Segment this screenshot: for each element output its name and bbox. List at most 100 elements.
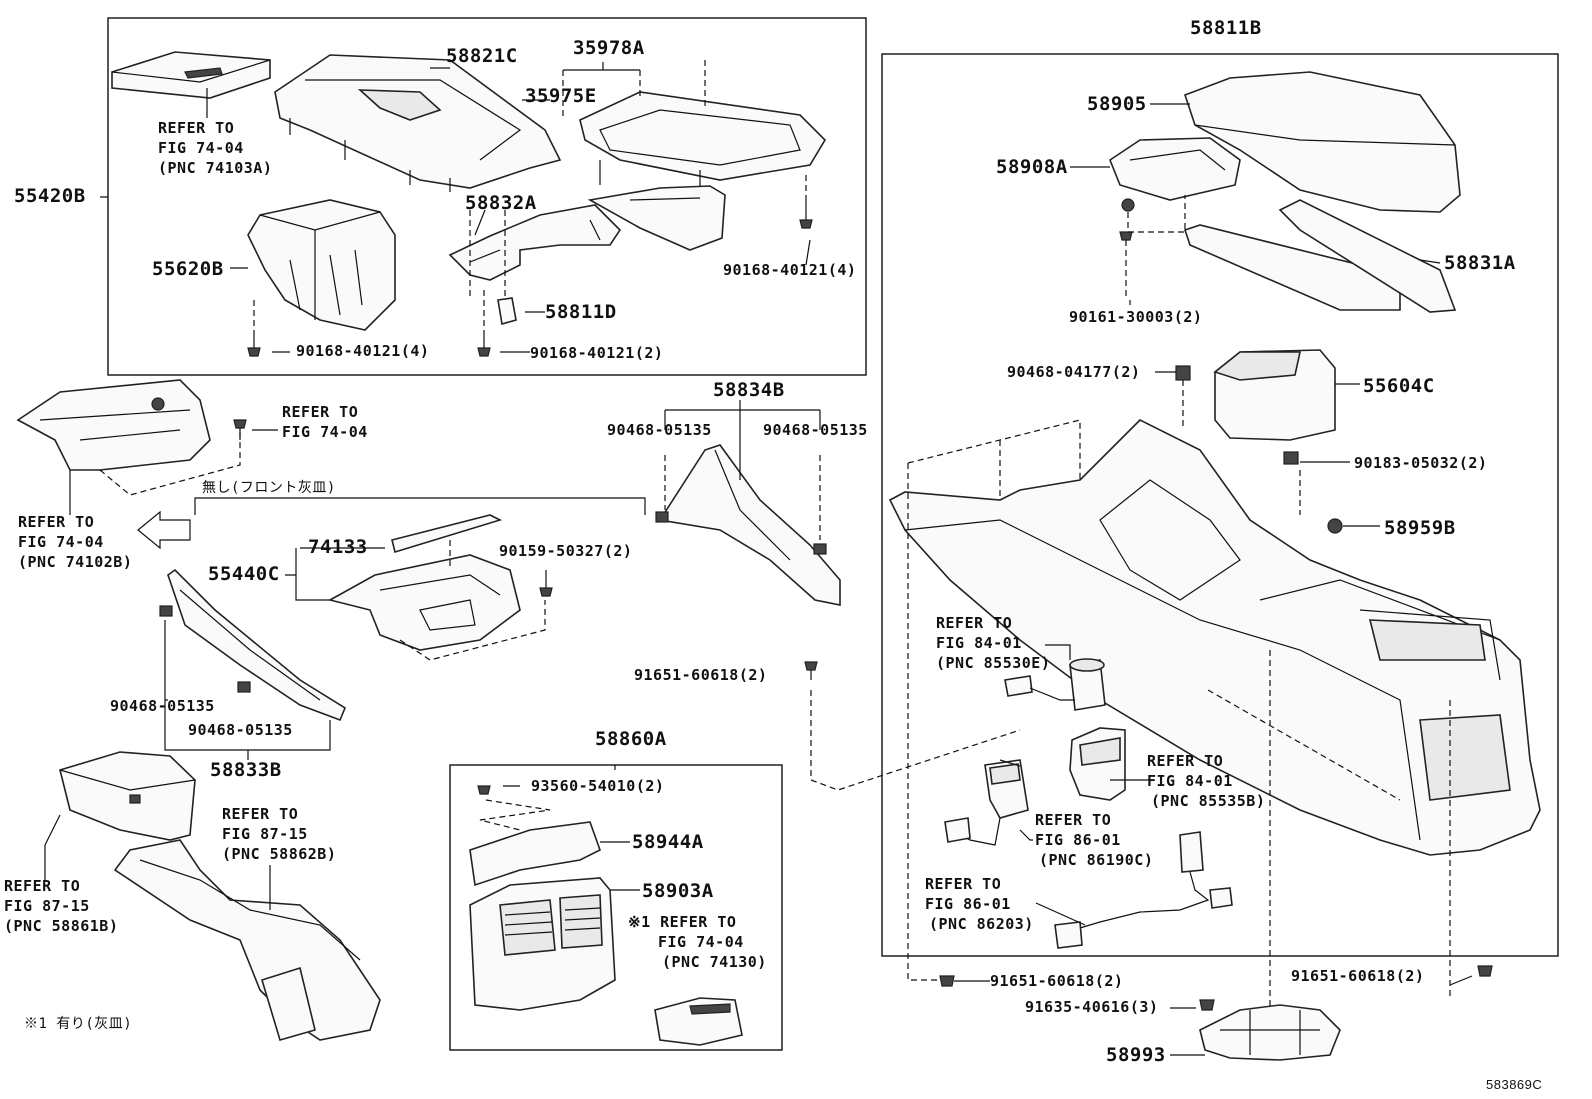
shift-bezel-bracket-part (448, 204, 622, 281)
console-mount-bracket-part (1199, 1004, 1341, 1061)
part-label-58860A: 58860A (595, 728, 667, 750)
refer-note-85535B: REFER TO FIG 84-01 (PNC 85535B) (1147, 752, 1266, 810)
refer-note-58862B: REFER TO FIG 87-15 (PNC 58862B) (222, 805, 337, 863)
part-label-58903A: 58903A (642, 880, 714, 902)
refer-note-85530E: REFER TO FIG 84-01 (PNC 85530E) (936, 614, 1051, 672)
lid-hinge-part (1109, 137, 1241, 201)
clip-90468-c (159, 605, 173, 617)
bolt-90168-a (247, 330, 261, 357)
part-label-91651-mid: 91651-60618(2) (634, 666, 768, 684)
power-socket-part (1004, 658, 1106, 711)
console-assembly-box (881, 53, 1559, 957)
part-label-55620B: 55620B (152, 258, 224, 280)
console-body-part (888, 419, 1541, 856)
part-label-58811B: 58811B (1190, 17, 1262, 39)
shift-panel-part (327, 554, 521, 651)
armrest-pad-part (111, 51, 271, 99)
part-label-58832A: 58832A (465, 192, 537, 214)
screw-90159 (539, 570, 553, 597)
figure-code: 583869C (1486, 1077, 1543, 1092)
vent-top-cover-part (469, 821, 601, 887)
refer-note-74-04: REFER TO FIG 74-04 (282, 403, 368, 441)
clip-58811D (497, 297, 517, 326)
clip-90468-d (237, 681, 251, 693)
clip-90468-04177 (1175, 365, 1191, 381)
part-label-90168-bottom: 90168-40121(4) (296, 342, 430, 360)
rear-duct-cover-part (59, 751, 196, 841)
lower-side-trim-part (167, 568, 346, 722)
part-label-58831A: 58831A (1444, 252, 1516, 274)
rear-vent-group-box (449, 764, 783, 1051)
part-label-58833B: 58833B (210, 759, 282, 781)
part-label-90468-a: 90468-05135 (607, 421, 712, 439)
vent-housing-part (469, 877, 616, 1011)
part-label-58834B: 58834B (713, 379, 785, 401)
part-label-90468-d: 90468-05135 (188, 721, 293, 739)
part-label-90468-b: 90468-05135 (763, 421, 868, 439)
screw-91651-left (939, 975, 955, 987)
part-label-55420B: 55420B (14, 185, 86, 207)
switch-part (944, 759, 1029, 846)
refer-note-86190C: REFER TO FIG 86-01 (PNC 86190C) (1035, 811, 1154, 869)
part-label-93560: 93560-54010(2) (531, 777, 665, 795)
part-label-58993: 58993 (1106, 1044, 1166, 1066)
clip-90468-b (813, 543, 827, 555)
upper-console-panel-part (274, 54, 562, 192)
note-front-ashtray: 無し(フロント灰皿) (202, 480, 336, 496)
lid-hinge-screw (1119, 198, 1135, 241)
front-console-part (16, 379, 211, 471)
part-label-74133: 74133 (308, 536, 368, 558)
rear-duct-part (113, 839, 381, 1041)
console-lid-part (1183, 71, 1461, 213)
part-label-58959B: 58959B (1384, 517, 1456, 539)
screw-91635 (1199, 999, 1215, 1011)
part-label-90168-top: 90168-40121(4) (723, 261, 857, 279)
part-label-90183: 90183-05032(2) (1354, 454, 1488, 472)
part-label-35978A: 35978A (573, 37, 645, 59)
console-plate-part (587, 185, 726, 251)
refer-note-58861B: REFER TO FIG 87-15 (PNC 58861B) (4, 877, 119, 935)
lid-lower-trim-part (1183, 199, 1457, 313)
direction-arrow (137, 510, 191, 550)
part-label-58944A: 58944A (632, 831, 704, 853)
part-label-58821C: 58821C (446, 45, 518, 67)
part-label-91635: 91635-40616(3) (1025, 998, 1159, 1016)
part-label-35975E: 35975E (525, 85, 597, 107)
bolt-90168-b (477, 330, 491, 357)
footnote-ashtray: ※1 有り(灰皿) (24, 1016, 133, 1032)
clip-58959B (1327, 518, 1343, 534)
accessory-socket-part (1069, 727, 1126, 801)
part-label-90468-04177: 90468-04177(2) (1007, 363, 1141, 381)
part-label-90159: 90159-50327(2) (499, 542, 633, 560)
screw-93560 (477, 785, 491, 795)
trim-strip-part (391, 514, 503, 554)
screw-refer-74-04 (233, 419, 247, 440)
usb-harness-part (1054, 831, 1233, 949)
side-trim-panel-part (658, 444, 841, 606)
bolt-90168-c (799, 200, 813, 229)
part-label-90161: 90161-30003(2) (1069, 308, 1203, 326)
storage-box-part (1213, 349, 1336, 441)
refer-note-74102B: REFER TO FIG 74-04 (PNC 74102B) (18, 513, 133, 571)
clip-90183 (1283, 451, 1299, 465)
part-label-55604C: 55604C (1363, 375, 1435, 397)
console-tray-part (579, 91, 827, 195)
refer-note-86203: REFER TO FIG 86-01 (PNC 86203) (925, 875, 1034, 933)
clip-90468-a (655, 511, 669, 523)
part-label-91651-left: 91651-60618(2) (990, 972, 1124, 990)
part-label-58905: 58905 (1087, 93, 1147, 115)
part-label-58908A: 58908A (996, 156, 1068, 178)
cup-holder-box-part (247, 199, 396, 331)
part-label-90168-2: 90168-40121(2) (530, 344, 664, 362)
part-label-55440C: 55440C (208, 563, 280, 585)
ashtray-part (654, 997, 743, 1046)
part-label-58811D: 58811D (545, 301, 617, 323)
refer-note-74130: ※1 REFER TO FIG 74-04 (PNC 74130) (628, 913, 767, 971)
screw-91651-right (1477, 965, 1493, 977)
part-label-91651-right: 91651-60618(2) (1291, 967, 1425, 985)
screw-91651-mid (804, 661, 818, 680)
part-label-90468-c: 90468-05135 (110, 697, 215, 715)
refer-note-74103A: REFER TO FIG 74-04 (PNC 74103A) (158, 119, 273, 177)
